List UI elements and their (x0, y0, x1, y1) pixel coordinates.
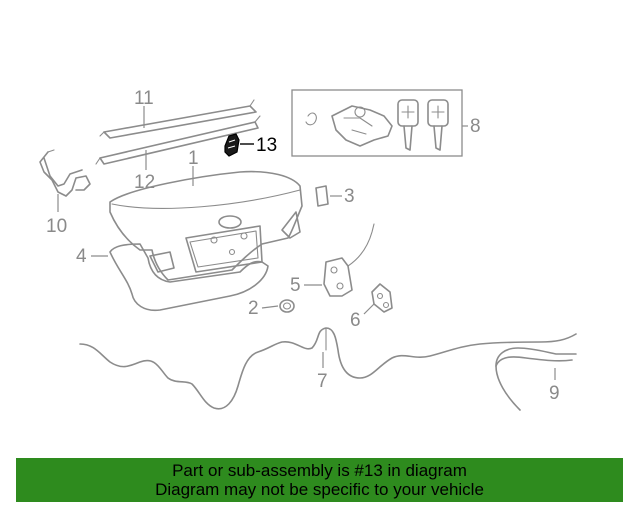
callout-labels: 11 12 1 10 4 3 2 5 6 8 7 9 13 (46, 88, 560, 404)
banner-line-part: Part or sub-assembly is #13 in diagram (172, 461, 467, 480)
part-5-latch (323, 223, 375, 297)
part-7-cable (79, 327, 577, 410)
part-11-rod (99, 99, 257, 139)
part-9-cable (495, 347, 577, 411)
callout-8: 8 (470, 116, 481, 137)
part-12-rod (95, 115, 261, 165)
callout-2: 2 (248, 298, 259, 319)
callout-4: 4 (76, 246, 87, 267)
part-6-striker (371, 283, 393, 313)
info-banner: Part or sub-assembly is #13 in diagram D… (16, 458, 623, 502)
part-2-grommet (279, 299, 295, 313)
callout-7: 7 (317, 371, 328, 392)
callout-12: 12 (134, 172, 155, 193)
banner-line-disclaimer: Diagram may not be specific to your vehi… (155, 480, 484, 499)
part-8-lock-set (291, 89, 463, 157)
callout-1: 1 (188, 148, 199, 169)
callout-5: 5 (290, 275, 301, 296)
callout-9: 9 (549, 383, 560, 404)
callout-3: 3 (344, 186, 355, 207)
leader-lines (57, 106, 556, 380)
callout-10: 10 (46, 216, 67, 237)
part-3-pad (315, 185, 329, 207)
part-13-clip (224, 133, 240, 157)
callout-11: 11 (134, 88, 154, 109)
callout-13: 13 (256, 135, 277, 156)
part-4-weatherstrip (109, 243, 269, 312)
part-10-hinge (39, 149, 91, 197)
callout-6: 6 (350, 310, 361, 331)
